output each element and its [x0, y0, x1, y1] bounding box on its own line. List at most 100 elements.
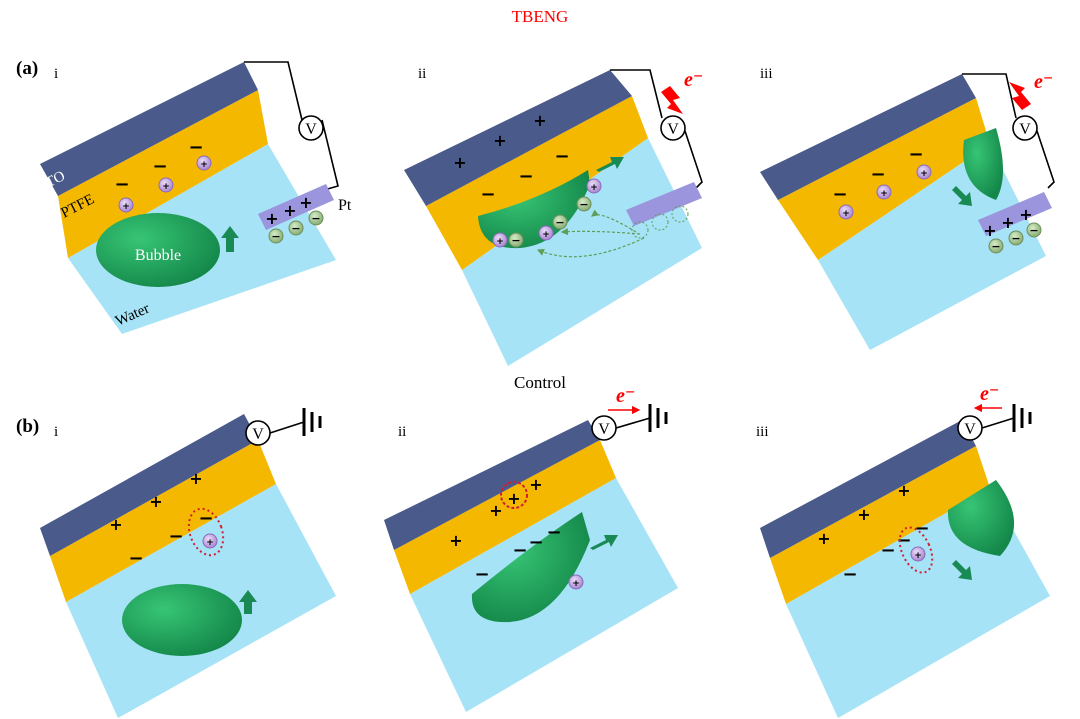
minus-charge: − [128, 548, 143, 569]
row-b-label: (b) [16, 416, 39, 437]
pair-highlight-ring [187, 507, 225, 557]
svg-text:+: + [914, 551, 922, 561]
dissolving-ion-outline [671, 205, 689, 223]
bubble [947, 480, 1015, 556]
figure-title: TBENG [512, 7, 569, 26]
circuit-wire [321, 119, 339, 191]
minus-charge: − [168, 526, 183, 547]
svg-text:+: + [572, 579, 580, 589]
anion-icon: − [988, 238, 1004, 254]
svg-text:−: − [311, 212, 320, 225]
circuit-wire [683, 127, 703, 189]
panel-b-iii-numeral: iii [756, 424, 769, 440]
up-arrow-icon [239, 590, 257, 614]
diagonal-arrow-icon [596, 157, 624, 172]
svg-text:−: − [555, 216, 564, 229]
voltmeter-symbol: V [305, 121, 317, 138]
panel-a-ii-numeral: ii [418, 66, 426, 82]
electron-label: e⁻ [980, 383, 999, 405]
plus-charge: + [529, 475, 542, 494]
down-arrow-icon [952, 186, 972, 206]
cation-icon: + [876, 184, 892, 200]
svg-text:−: − [1011, 232, 1020, 245]
minus-charge: − [512, 540, 527, 561]
panel-b-i: V + + + − − − + [40, 408, 336, 718]
svg-text:+: + [206, 538, 214, 548]
voltmeter-symbol: V [667, 121, 679, 138]
anion-icon: − [576, 196, 592, 212]
cation-icon: + [568, 574, 584, 590]
cation-icon: + [196, 155, 212, 171]
plus-charge: + [299, 193, 312, 212]
ptfe-layer [394, 440, 616, 594]
cation-icon: + [538, 225, 554, 241]
pt-electrode [978, 192, 1052, 236]
svg-text:+: + [542, 230, 550, 240]
minus-charge: − [896, 530, 911, 551]
panel-a-i-numeral: i [54, 66, 58, 82]
ion-path [591, 209, 637, 233]
plus-charge: + [109, 515, 122, 534]
voltmeter-symbol: V [252, 426, 264, 443]
ito-layer [384, 420, 600, 550]
ito-layer [760, 74, 976, 200]
minus-charge: − [870, 164, 885, 185]
ground-icon [981, 404, 1032, 432]
voltmeter-symbol: V [964, 421, 976, 438]
voltmeter-icon [660, 115, 686, 141]
svg-text:−: − [579, 198, 588, 211]
plus-charge: + [283, 201, 296, 220]
voltmeter-icon [298, 115, 324, 141]
circuit-wire [610, 69, 663, 119]
transferred-charge-ring [500, 481, 528, 509]
circuit-wire [962, 73, 1017, 119]
svg-text:+: + [880, 189, 888, 199]
pt-electrode [258, 184, 334, 230]
svg-text:+: + [200, 160, 208, 170]
bubble-label: Bubble [135, 247, 181, 264]
minus-charge: − [518, 166, 533, 187]
panel-a-iii-numeral: iii [760, 66, 773, 82]
plus-charge: + [507, 489, 520, 508]
ito-layer [40, 414, 258, 556]
panel-a-iii: V e⁻ + + + − − − − − − + + + [760, 71, 1055, 350]
panel-a-i: ITO PTFE Water V Pt + + + − − − + + + − … [39, 61, 352, 334]
minus-charge: − [114, 174, 129, 195]
minus-charge: − [832, 184, 847, 205]
plus-charge: + [493, 131, 506, 150]
bubble [963, 128, 1003, 200]
minus-charge: − [546, 522, 561, 543]
svg-text:+: + [496, 237, 504, 247]
bubble [471, 512, 590, 623]
ion-path [560, 227, 641, 236]
svg-text:−: − [511, 234, 520, 247]
anion-icon: − [1026, 222, 1042, 238]
up-arrow-icon [221, 226, 239, 252]
down-arrow-icon [952, 560, 972, 580]
minus-charge: − [198, 508, 213, 529]
row-a-label: (a) [16, 58, 38, 79]
cation-icon: + [118, 197, 134, 213]
ptfe-layer [50, 440, 276, 602]
cation-icon: + [492, 232, 508, 248]
minus-charge: − [914, 518, 929, 539]
cation-icon: + [586, 178, 602, 194]
plus-charge: + [265, 209, 278, 228]
circuit-wire [1035, 127, 1055, 189]
cation-icon: + [916, 164, 932, 180]
voltmeter-icon [1012, 115, 1038, 141]
control-title: Control [514, 373, 566, 392]
cation-icon: + [838, 204, 854, 220]
voltmeter-symbol: V [598, 421, 610, 438]
water-layer [462, 138, 702, 366]
minus-charge: − [152, 156, 167, 177]
plus-charge: + [1019, 205, 1032, 224]
ito-layer [760, 420, 976, 558]
anion-icon: − [1008, 230, 1024, 246]
ito-layer [40, 62, 258, 196]
minus-charge: − [842, 564, 857, 585]
minus-charge: − [480, 184, 495, 205]
plus-charge: + [449, 531, 462, 550]
